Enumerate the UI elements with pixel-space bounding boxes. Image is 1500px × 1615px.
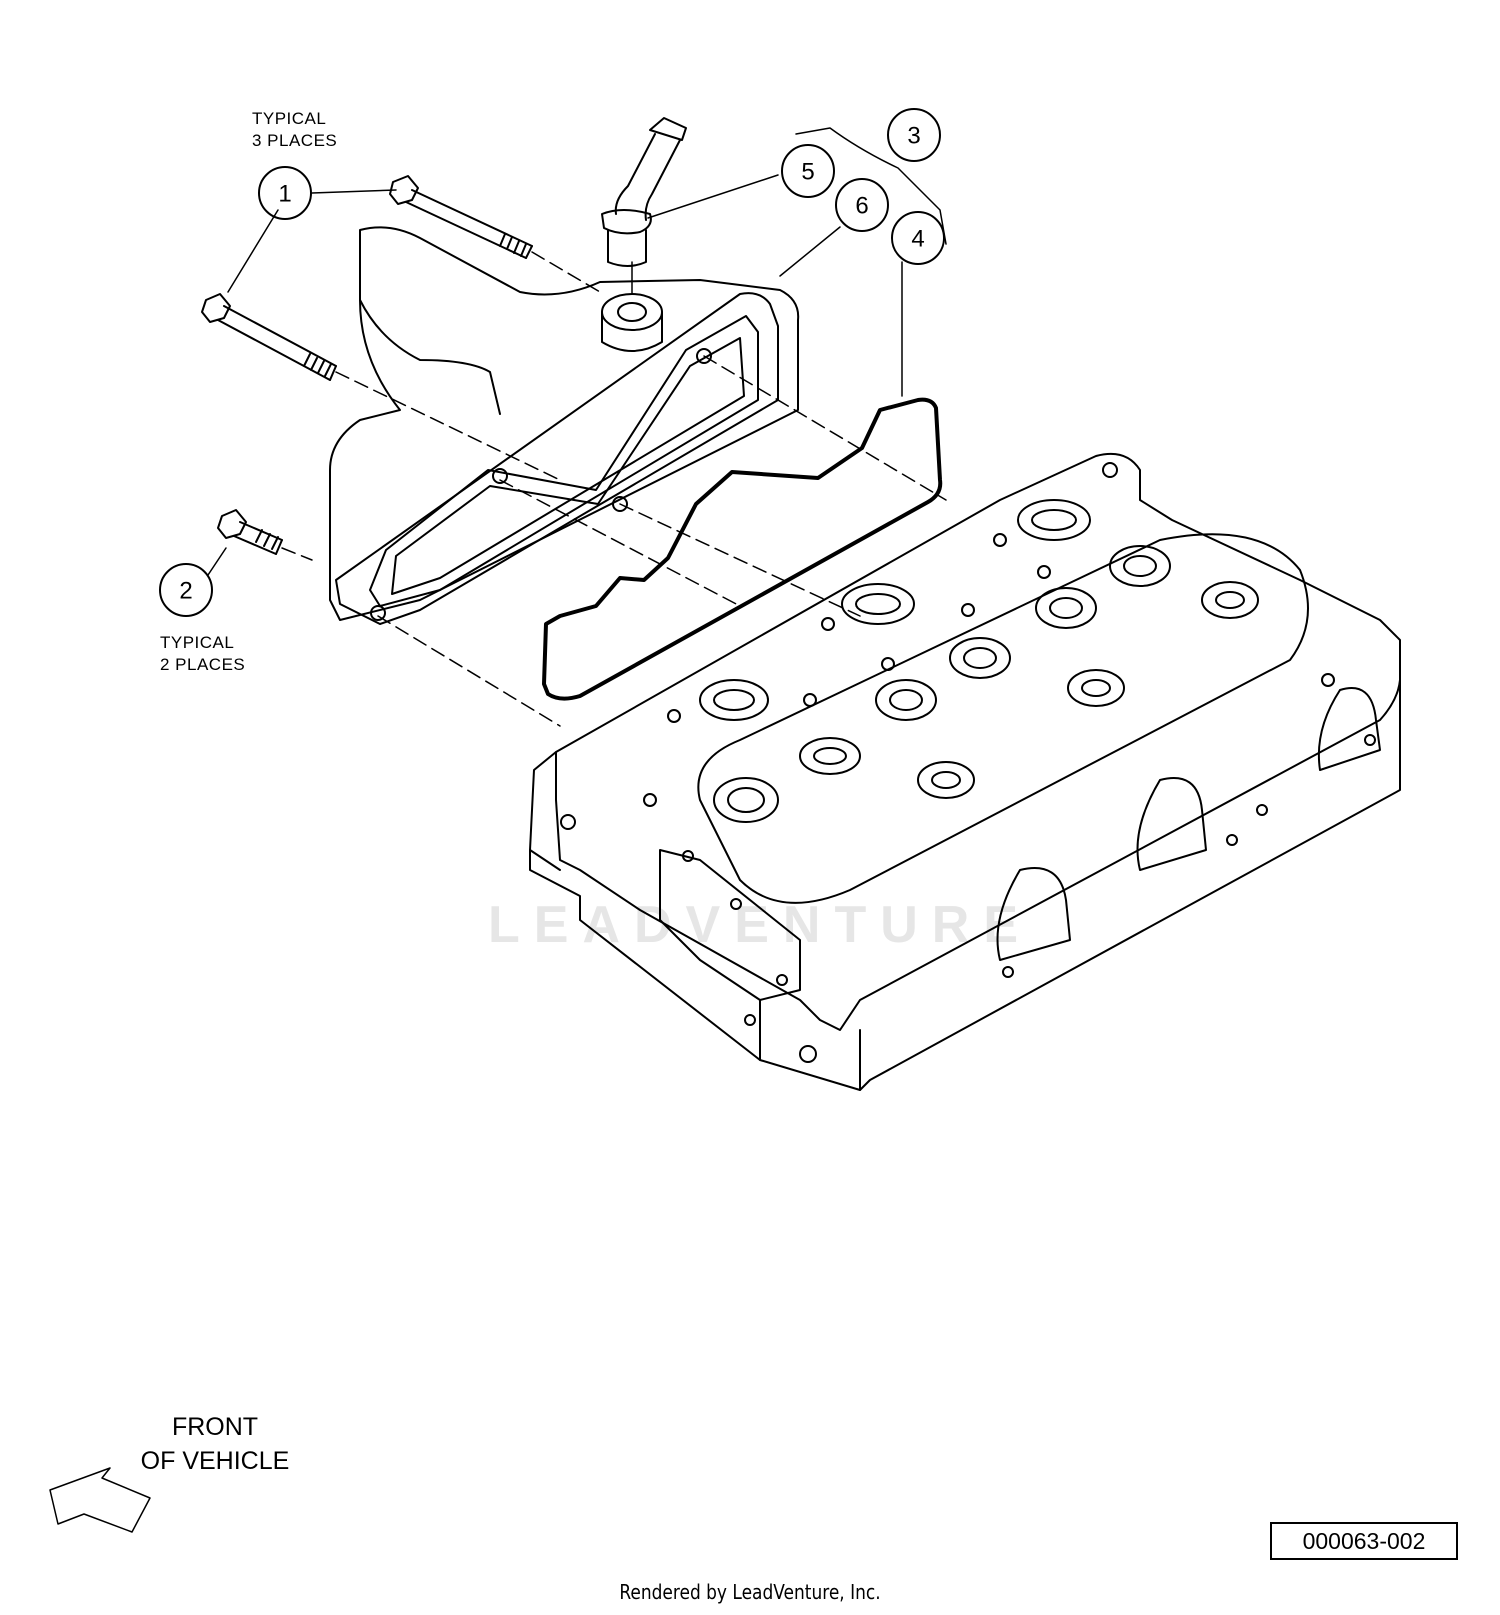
valve-cover — [329, 226, 800, 625]
leader-lines — [207, 127, 947, 576]
front-line2: OF VEHICLE — [140, 1447, 290, 1475]
callout-circle-3 — [887, 108, 941, 162]
callout-circle-6 — [835, 178, 889, 232]
callout-label-3: 3 — [907, 123, 920, 150]
callout-circle-1 — [258, 166, 312, 220]
watermark: LEADVENTURE — [488, 896, 1033, 954]
callout-label-5: 5 — [801, 159, 814, 186]
callout-circle-5 — [781, 144, 835, 198]
short-bolt — [217, 509, 283, 555]
gasket — [542, 397, 943, 701]
front-line1: FRONT — [171, 1413, 259, 1441]
center-lines — [281, 251, 947, 727]
typical-3-line1: TYPICAL — [252, 109, 327, 128]
callout-label-1: 1 — [278, 181, 291, 208]
long-bolt-upper — [389, 175, 533, 259]
front-of-vehicle-label: FRONT OF VEHICLE — [120, 1410, 310, 1478]
cylinder-head — [529, 452, 1401, 1091]
long-bolt-lower — [201, 293, 337, 381]
typical-2-line1: TYPICAL — [160, 633, 235, 652]
typical-2-places-note: TYPICAL 2 PLACES — [160, 632, 245, 676]
callout-label-2: 2 — [179, 578, 192, 605]
rendered-by-footer: Rendered by LeadVenture, Inc. — [619, 1580, 881, 1604]
drawing-number: 000063-002 — [1270, 1522, 1458, 1560]
callout-circles — [159, 108, 945, 617]
callout-circle-4 — [891, 211, 945, 265]
callout-circle-2 — [159, 563, 213, 617]
typical-3-places-note: TYPICAL 3 PLACES — [252, 108, 337, 152]
callout-label-4: 4 — [911, 226, 924, 253]
typical-3-line2: 3 PLACES — [252, 131, 338, 150]
breather-tube — [601, 117, 687, 267]
typical-2-line2: 2 PLACES — [160, 655, 246, 674]
arrow-left-outline-icon — [49, 1467, 151, 1533]
callout-label-6: 6 — [855, 193, 868, 220]
